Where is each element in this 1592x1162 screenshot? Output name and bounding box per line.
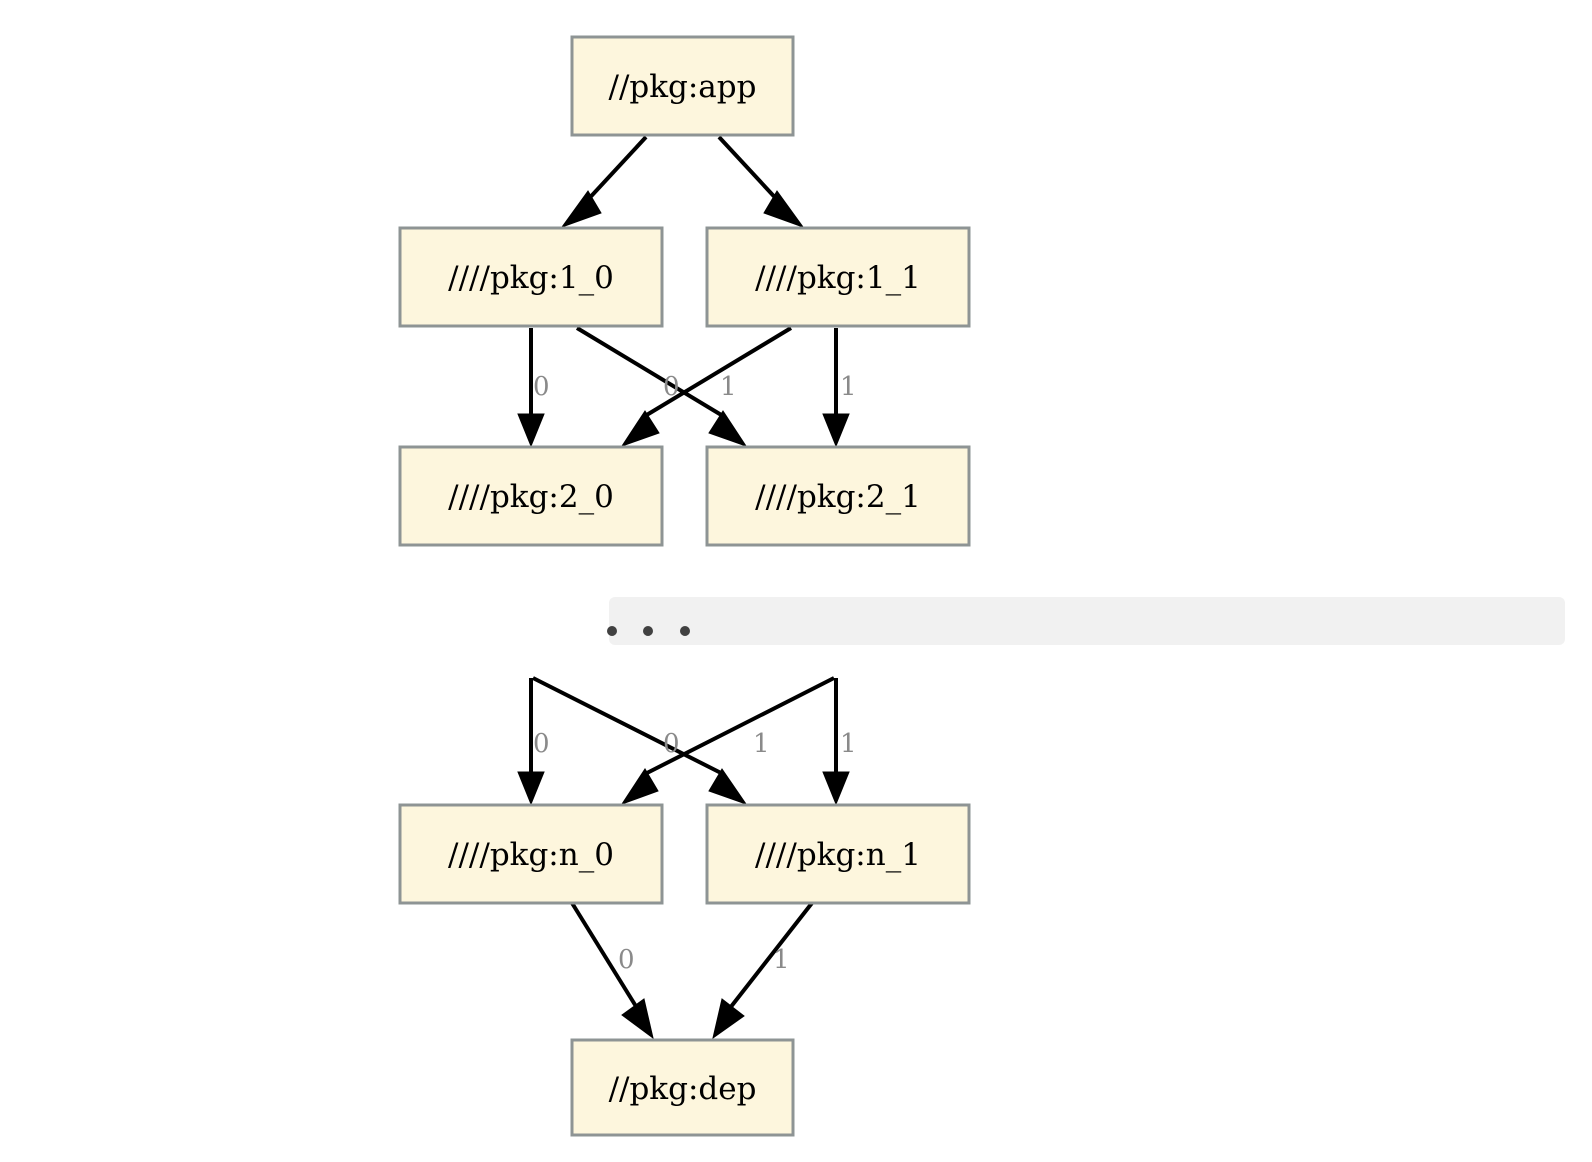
edge-hidden-to-n_1-straight bbox=[822, 678, 850, 806]
node-dep[interactable]: //pkg:dep bbox=[570, 1038, 795, 1137]
edge-1_0-to-2_1 bbox=[575, 326, 748, 447]
edge-label-n_0-dep: 0 bbox=[618, 945, 635, 975]
node-n_1-label: ////pkg:n_1 bbox=[755, 837, 921, 873]
edge-hidden-to-n_0-straight bbox=[517, 678, 545, 806]
edge-label-1_1-2_0: 1 bbox=[720, 372, 737, 402]
node-2_1[interactable]: ////pkg:2_1 bbox=[705, 445, 971, 547]
ellipsis-separator bbox=[607, 597, 1565, 645]
edge-1_1-to-2_0 bbox=[620, 326, 793, 447]
edge-label-hidden-n_1-straight: 1 bbox=[840, 729, 857, 759]
edge-1_0-to-2_0 bbox=[517, 328, 545, 448]
ellipsis-dot-2 bbox=[643, 626, 653, 636]
edge-label-hidden-n_1-cross: 0 bbox=[663, 729, 680, 759]
node-1_1-label: ////pkg:1_1 bbox=[755, 260, 921, 296]
node-dep-label: //pkg:dep bbox=[609, 1071, 757, 1107]
edge-label-hidden-n_0-straight: 0 bbox=[533, 729, 550, 759]
node-n_1[interactable]: ////pkg:n_1 bbox=[705, 803, 971, 905]
node-n_1-box[interactable] bbox=[705, 803, 971, 905]
edge-label-1_1-2_1: 1 bbox=[840, 372, 857, 402]
ellipsis-band bbox=[609, 597, 1565, 645]
edge-n_1-to-dep bbox=[712, 901, 814, 1040]
node-2_0[interactable]: ////pkg:2_0 bbox=[398, 445, 664, 547]
node-1_1-box[interactable] bbox=[705, 226, 971, 328]
edge-app-to-1_0 bbox=[560, 135, 648, 229]
ellipsis-dot-3 bbox=[680, 626, 690, 636]
node-1_1[interactable]: ////pkg:1_1 bbox=[705, 226, 971, 328]
edge-app-to-1_1 bbox=[717, 135, 805, 229]
edge-label-n_1-dep: 1 bbox=[773, 945, 790, 975]
edge-hidden-to-n_0-cross bbox=[620, 676, 835, 805]
edge-label-1_0-2_0: 0 bbox=[533, 372, 550, 402]
node-app[interactable]: //pkg:app bbox=[570, 35, 795, 137]
node-dep-box[interactable] bbox=[570, 1038, 795, 1137]
node-2_1-box[interactable] bbox=[705, 445, 971, 547]
node-2_0-box[interactable] bbox=[398, 445, 664, 547]
node-n_0-box[interactable] bbox=[398, 803, 664, 905]
node-1_0-box[interactable] bbox=[398, 226, 664, 328]
edge-label-1_0-2_1: 0 bbox=[663, 372, 680, 402]
edge-1_1-to-2_1 bbox=[822, 328, 850, 448]
edge-n_0-to-dep bbox=[570, 901, 654, 1040]
node-1_0-label: ////pkg:1_0 bbox=[448, 260, 614, 296]
node-1_0[interactable]: ////pkg:1_0 bbox=[398, 226, 664, 328]
node-n_0[interactable]: ////pkg:n_0 bbox=[398, 803, 664, 905]
node-2_1-label: ////pkg:2_1 bbox=[755, 479, 921, 515]
edge-hidden-to-n_1-cross bbox=[532, 676, 748, 805]
node-app-label: //pkg:app bbox=[609, 69, 757, 105]
node-n_0-label: ////pkg:n_0 bbox=[448, 837, 614, 873]
node-2_0-label: ////pkg:2_0 bbox=[448, 479, 614, 515]
ellipsis-dot-1 bbox=[607, 626, 617, 636]
edge-label-hidden-n_0-cross: 1 bbox=[753, 729, 770, 759]
node-app-box[interactable] bbox=[570, 35, 795, 137]
